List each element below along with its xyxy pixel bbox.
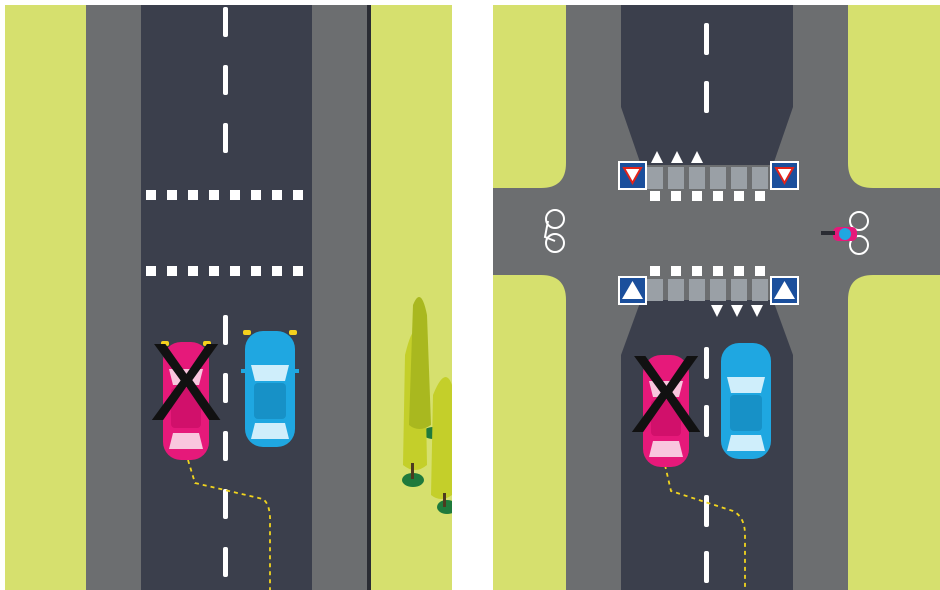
trees (402, 297, 452, 514)
left-scene: X (5, 5, 452, 590)
grass-corners (493, 5, 940, 590)
left-sidewalk (86, 5, 141, 590)
bicycle-crossing-markings (146, 190, 303, 276)
wrong-marker: X (149, 321, 222, 444)
curb (367, 5, 371, 590)
overtake-path (187, 459, 272, 590)
traffic-signs (618, 161, 799, 305)
bicycle-crossing-markings (650, 191, 765, 276)
right-scene: X (493, 5, 940, 590)
right-sidewalk (312, 5, 367, 590)
left-scene-illustration: X (5, 5, 452, 590)
crosswalk (647, 167, 768, 301)
center-line (704, 23, 709, 583)
wrong-marker: X (629, 333, 702, 456)
blue-car (241, 330, 299, 447)
overtake-path (664, 464, 746, 590)
bicycle-symbol (543, 209, 565, 253)
blue-car (721, 343, 771, 459)
right-scene-illustration: X (493, 5, 940, 590)
pink-car (161, 341, 211, 460)
pink-car (643, 355, 689, 467)
cyclist (821, 211, 869, 255)
center-line (223, 7, 228, 577)
yield-triangles (651, 151, 763, 317)
